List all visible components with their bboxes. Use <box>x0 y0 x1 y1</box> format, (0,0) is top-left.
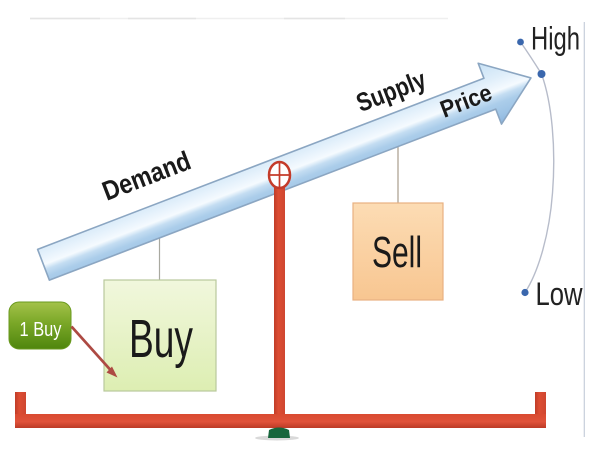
svg-text:Sell: Sell <box>372 228 422 277</box>
svg-text:Buy: Buy <box>129 309 193 369</box>
svg-text:High: High <box>531 21 580 57</box>
svg-text:1 Buy: 1 Buy <box>20 319 62 341</box>
svg-text:Low: Low <box>536 276 584 312</box>
